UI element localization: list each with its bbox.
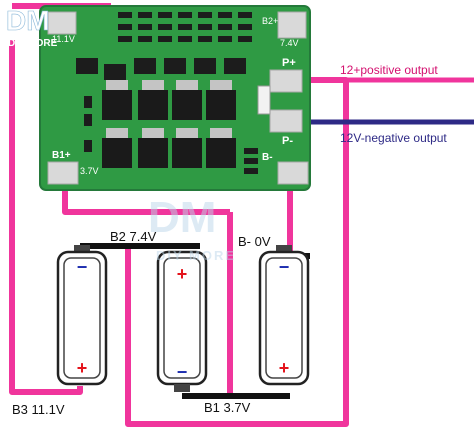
brand-wordmark-large: DIY MORE (156, 248, 236, 263)
bminus-voltage-label: B- 0V (238, 234, 271, 249)
pad-b2 (277, 11, 307, 39)
ic-chip (164, 58, 186, 74)
silk-b-minus: B- (262, 152, 273, 163)
smd-column-left (84, 96, 92, 152)
battery-terminal-top (276, 245, 292, 253)
wire-b1-top (62, 184, 230, 215)
wire-b3 (9, 40, 83, 395)
smd-row-top (118, 12, 252, 42)
silk-b1-voltage: 3.7V (80, 166, 99, 176)
battery-terminal-bottom (174, 384, 190, 392)
silk-p-plus: P+ (282, 57, 296, 69)
watermark-top-left: DM DIY MORE (6, 5, 58, 49)
ic-chip (134, 58, 156, 74)
sense-resistor (257, 85, 271, 115)
battery-inner (63, 257, 101, 379)
mosfet-row-top (102, 80, 236, 120)
battery-cell-b3: − + (56, 245, 108, 386)
mosfet-row-bottom (102, 128, 236, 168)
b2-voltage-label: B2 7.4V (110, 229, 157, 244)
silk-b1: B1+ (52, 150, 71, 161)
battery-cell-b-minus: − + (258, 245, 310, 386)
minus-sign: − (77, 257, 88, 277)
ic-chip (104, 64, 126, 80)
negative-output-label: 12V-negative output (340, 131, 447, 145)
plus-sign: + (279, 358, 290, 378)
silk-b2: B2+ (262, 16, 278, 26)
battery-terminal-top (74, 245, 90, 253)
pad-b3 (47, 11, 77, 35)
battery-inner (163, 257, 201, 379)
bms-board: 11.1V B2+ 7.4V P+ P- B1+ 3.7V B- (39, 5, 311, 191)
ic-chip (224, 58, 246, 74)
minus-sign: − (279, 257, 290, 277)
smd-column-right (244, 148, 258, 174)
silk-b3-voltage: 11.1V (52, 34, 75, 44)
b1-voltage-label: B1 3.7V (204, 400, 251, 415)
ic-chip (76, 58, 98, 74)
plus-sign: + (177, 264, 188, 284)
positive-output-label: 12+positive output (340, 63, 438, 77)
pad-b1 (47, 161, 79, 185)
ic-chip (194, 58, 216, 74)
battery-cell-b1: + − (156, 250, 208, 392)
battery-inner (265, 257, 303, 379)
pad-p-plus (269, 69, 303, 93)
pad-p-minus (269, 109, 303, 133)
minus-sign: − (177, 362, 188, 382)
silk-p-minus: P- (282, 135, 293, 147)
b3-voltage-label: B3 11.1V (12, 402, 65, 417)
plus-sign: + (77, 358, 88, 378)
brand-logo-mark: DM (6, 5, 50, 36)
pad-b-minus (277, 161, 309, 185)
brand-logo-mark-large: DM (148, 193, 216, 242)
watermark-center: DM DIY MORE (148, 193, 236, 263)
brand-wordmark-small: DIY MORE (8, 38, 58, 49)
silk-b2-voltage: 7.4V (280, 38, 299, 48)
